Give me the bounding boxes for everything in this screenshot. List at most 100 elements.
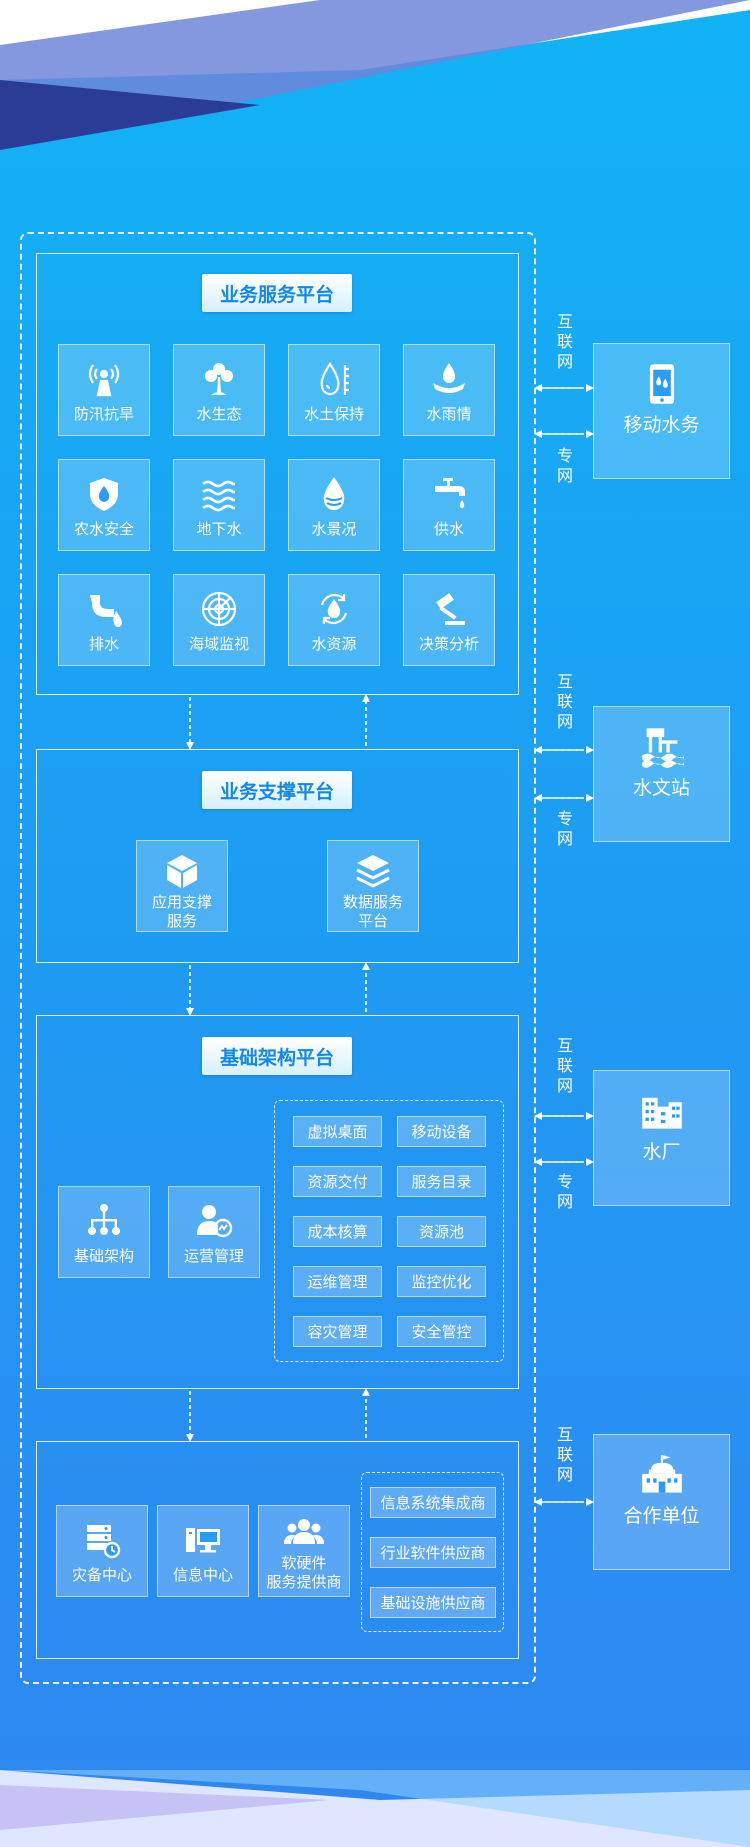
service-monitoring-optimization[interactable]: 监控优化: [397, 1266, 486, 1297]
network-private-label: 专 网: [556, 809, 573, 848]
tile-disaster-center[interactable]: 灾备中心: [56, 1505, 148, 1597]
radar-icon: [201, 591, 237, 627]
tile-label: 水景况: [311, 520, 357, 538]
service-mobile-device[interactable]: 移动设备: [397, 1116, 486, 1147]
plant-icon: [205, 363, 233, 395]
hydrology-station-icon: [641, 728, 684, 768]
network-internet-label: 互 联 网: [556, 1425, 573, 1484]
tile-flood-drought[interactable]: 防汛抗旱: [58, 344, 150, 436]
gavel-icon: [436, 593, 465, 625]
tile-rain-water[interactable]: 水雨情: [403, 344, 495, 436]
endpoint-partner-unit[interactable]: 合作单位: [593, 1434, 730, 1570]
tile-label: 决策分析: [418, 635, 479, 653]
tile-label: 数据服务 平台: [342, 893, 403, 930]
tile-label: 排水: [88, 635, 119, 653]
provider-system-integrator[interactable]: 信息系统集成商: [370, 1487, 496, 1518]
tile-info-center[interactable]: 信息中心: [157, 1505, 249, 1597]
network-private-label: 专 网: [556, 446, 573, 485]
tile-app-support[interactable]: 应用支撑 服务: [136, 840, 228, 932]
business-service-title: 业务服务平台: [202, 274, 352, 312]
network-internet-label: 互 联 网: [556, 312, 573, 371]
provider-infrastructure[interactable]: 基础设施供应商: [370, 1587, 496, 1618]
waves-icon: [202, 480, 235, 512]
tile-water-scene[interactable]: 水景况: [288, 459, 380, 551]
endpoint-mobile-water[interactable]: 移动水务: [593, 343, 730, 479]
tile-label: 农水安全: [73, 520, 134, 538]
service-ops-management[interactable]: 运维管理: [293, 1266, 382, 1297]
tile-label: 地下水: [196, 520, 242, 538]
tile-base-architecture[interactable]: 基础架构: [58, 1186, 150, 1278]
user-chart-icon: [197, 1205, 233, 1238]
network-private-label: 专 网: [556, 1172, 573, 1211]
endpoint-hydrology-station[interactable]: 水文站: [593, 706, 730, 842]
tile-service-providers[interactable]: 软硬件 服务提供商: [258, 1505, 350, 1597]
org-chart-icon: [88, 1204, 120, 1235]
tile-label: 软硬件 服务提供商: [266, 1554, 342, 1591]
factory-building-icon: [641, 1097, 682, 1129]
tile-label: 水土保持: [303, 405, 364, 423]
drop-icon: [323, 477, 345, 510]
endpoint-label: 水文站: [632, 777, 690, 799]
tile-decision-analysis[interactable]: 决策分析: [403, 574, 495, 666]
provider-industry-software[interactable]: 行业软件供应商: [370, 1537, 496, 1568]
tile-label: 水资源: [311, 635, 357, 653]
network-internet-label: 互 联 网: [556, 1036, 573, 1095]
business-service-section: [36, 253, 519, 695]
tile-label: 海域监视: [188, 635, 249, 653]
tile-water-supply[interactable]: 供水: [403, 459, 495, 551]
tile-operation-management[interactable]: 运营管理: [168, 1186, 260, 1278]
tile-label: 应用支撑 服务: [151, 893, 212, 930]
server-clock-icon: [87, 1525, 121, 1559]
providers-group: [361, 1472, 504, 1632]
government-building-icon: [641, 1455, 682, 1493]
infrastructure-section: [36, 1015, 519, 1389]
platform-frame: [20, 232, 536, 1684]
tile-label: 灾备中心: [71, 1566, 132, 1584]
tile-label: 水雨情: [426, 405, 472, 423]
drain-pipe-icon: [90, 595, 122, 627]
faucet-icon: [435, 478, 465, 508]
providers-section: [36, 1441, 519, 1659]
tile-soil-conservation[interactable]: 水土保持: [288, 344, 380, 436]
shield-drop-icon: [90, 478, 118, 511]
users-icon: [284, 1519, 324, 1544]
endpoint-label: 移动水务: [623, 414, 700, 436]
tile-water-resources[interactable]: 水资源: [288, 574, 380, 666]
tile-label: 基础架构: [73, 1247, 134, 1265]
tile-drainage[interactable]: 排水: [58, 574, 150, 666]
recycle-drop-icon: [320, 593, 348, 625]
tile-label: 水生态: [196, 405, 242, 423]
layers-icon: [356, 855, 390, 888]
tile-label: 供水: [433, 520, 464, 538]
business-support-section: [36, 749, 519, 963]
service-resource-pool[interactable]: 资源池: [397, 1216, 486, 1247]
antenna-icon: [88, 364, 120, 397]
service-cost-accounting[interactable]: 成本核算: [293, 1216, 382, 1247]
computer-icon: [186, 1528, 220, 1553]
tile-groundwater[interactable]: 地下水: [173, 459, 265, 551]
tile-label: 运营管理: [183, 1247, 244, 1265]
network-internet-label: 互 联 网: [556, 672, 573, 731]
tile-water-ecology[interactable]: 水生态: [173, 344, 265, 436]
tile-sea-monitoring[interactable]: 海域监视: [173, 574, 265, 666]
tile-farm-water-safety[interactable]: 农水安全: [58, 459, 150, 551]
tile-label: 防汛抗旱: [73, 405, 134, 423]
endpoint-label: 合作单位: [623, 1505, 700, 1527]
service-resource-delivery[interactable]: 资源交付: [293, 1166, 382, 1197]
business-support-title: 业务支撑平台: [202, 771, 352, 809]
service-virtual-desktop[interactable]: 虚拟桌面: [293, 1116, 382, 1147]
infrastructure-services-group: [274, 1100, 504, 1362]
mobile-drop-icon: [649, 364, 674, 404]
infrastructure-title: 基础架构平台: [202, 1037, 352, 1075]
rain-hand-icon: [433, 363, 465, 393]
endpoint-label: 水厂: [642, 1141, 681, 1163]
service-catalog[interactable]: 服务目录: [397, 1166, 486, 1197]
service-security-control[interactable]: 安全管控: [397, 1316, 486, 1347]
endpoint-water-plant[interactable]: 水厂: [593, 1070, 730, 1206]
service-disaster-recovery[interactable]: 容灾管理: [293, 1316, 382, 1347]
tile-label: 信息中心: [172, 1566, 233, 1584]
water-drop-ruler-icon: [320, 362, 349, 396]
cube-icon: [167, 855, 197, 888]
tile-data-service[interactable]: 数据服务 平台: [327, 840, 419, 932]
